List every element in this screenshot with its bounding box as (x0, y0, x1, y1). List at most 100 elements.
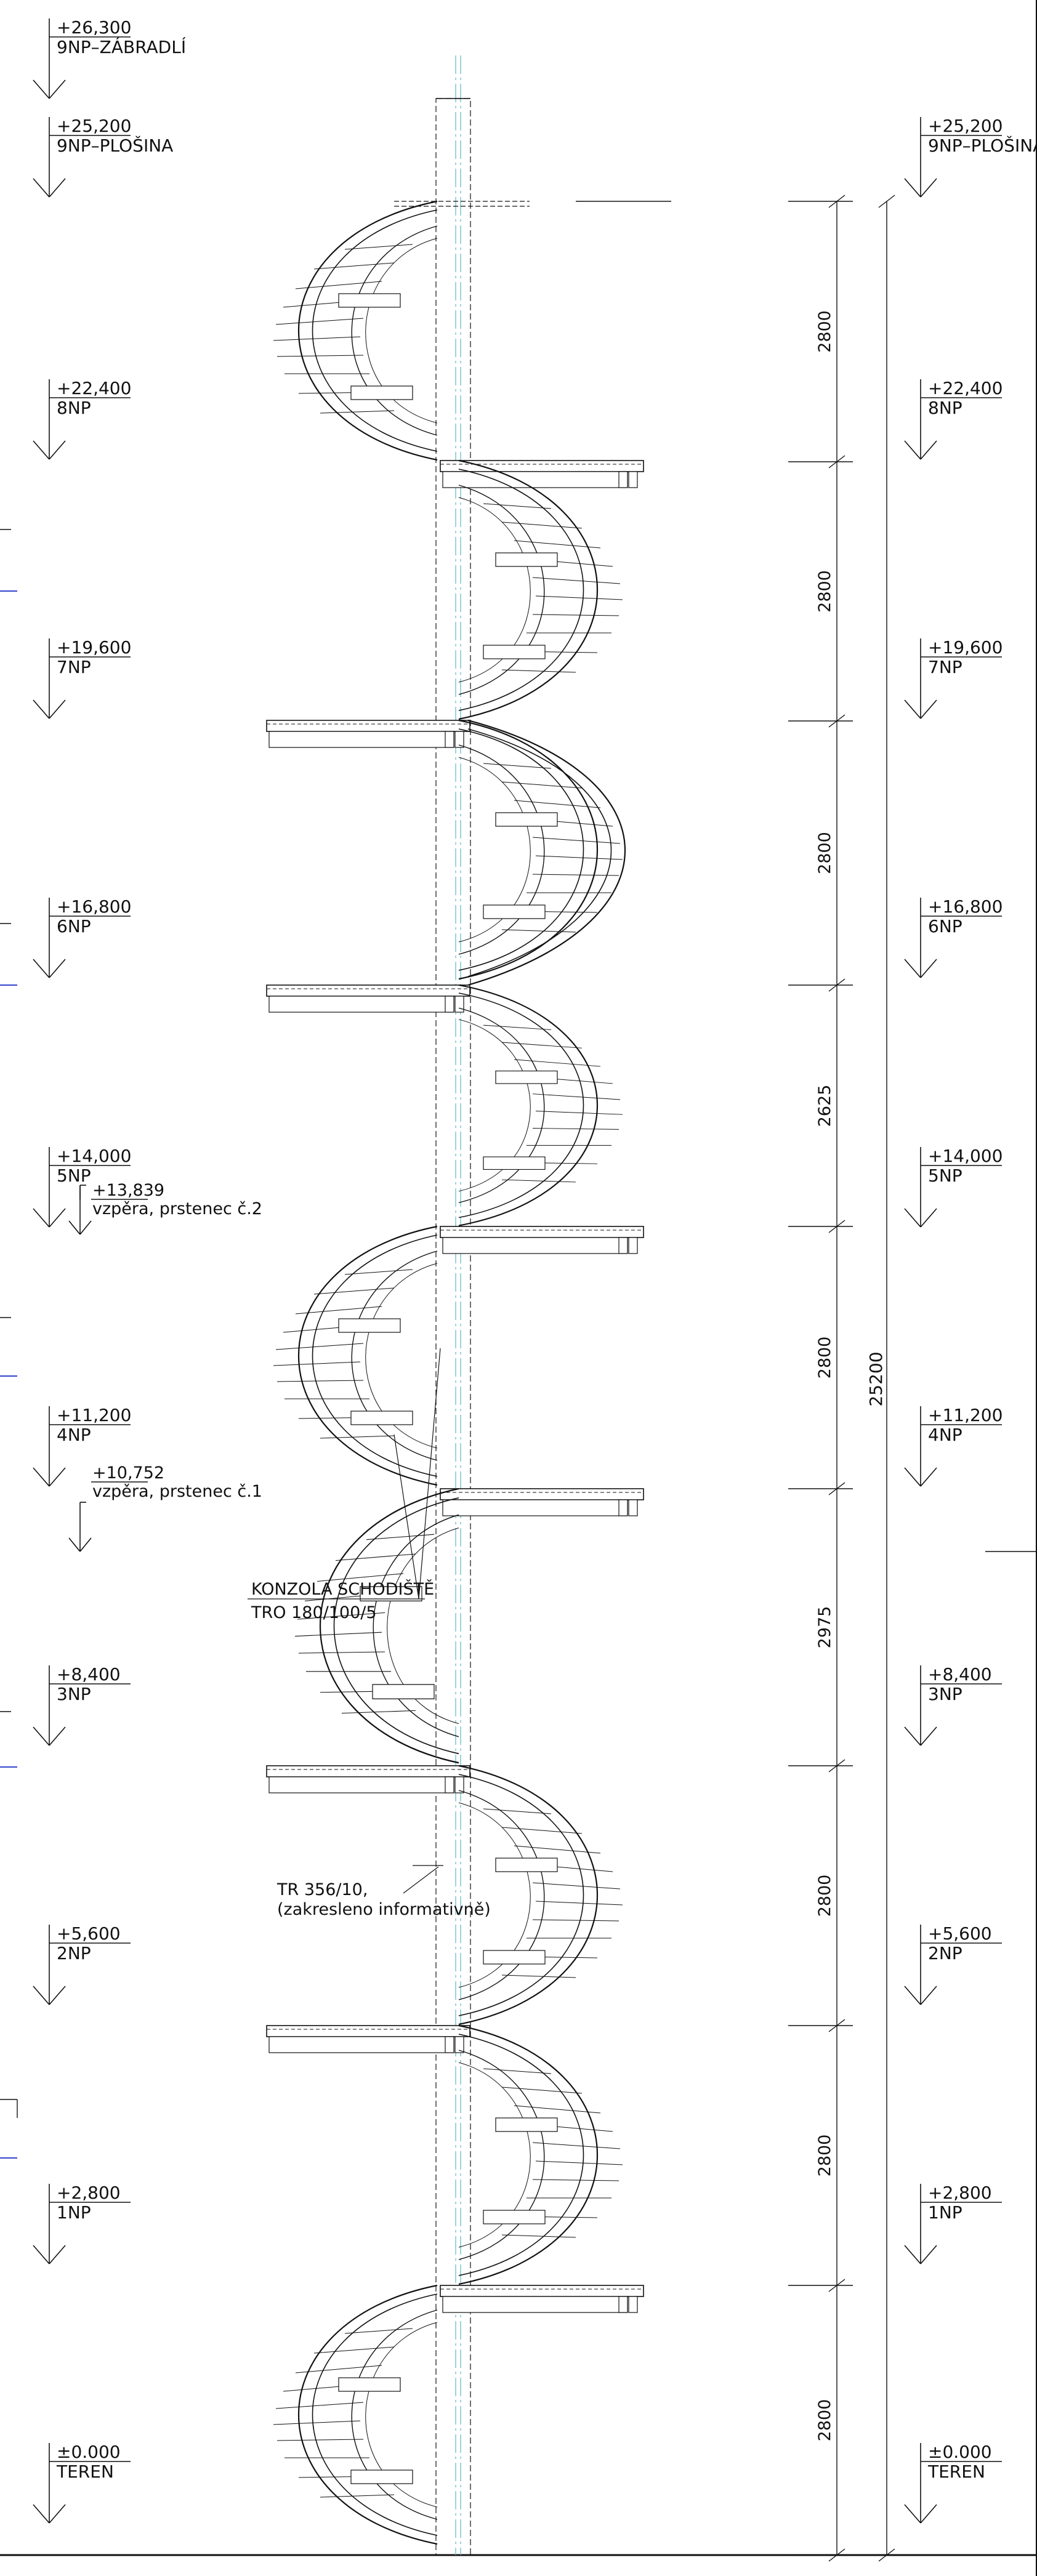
right-level-name: TEREN (927, 2461, 985, 2482)
tube-label: TR 356/10, (276, 1880, 368, 1899)
sub-level-1: +10,752 vzpěra, prstenec č.1 (68, 1463, 262, 1552)
left-level-name: 9NP–PLOŠINA (57, 135, 173, 156)
left-level-value: +2,800 (57, 2183, 121, 2203)
right-level-value: +11,200 (928, 1405, 1003, 1425)
right-level-value: +8,400 (928, 1664, 992, 1684)
left-level-value: +26,300 (57, 17, 131, 38)
console-annotation: KONZOLA SCHODIŠTĚ TRO 180/100/5 (248, 1348, 441, 1622)
dimension-label: 2800 (815, 2135, 834, 2177)
left-level-name: TEREN (56, 2461, 114, 2482)
dimension-label: 2800 (815, 1875, 834, 1917)
left-level-value: +16,800 (57, 896, 131, 917)
right-level-value: +14,000 (928, 1146, 1003, 1166)
right-level-name: 6NP (928, 916, 962, 936)
sub-level-1-desc: vzpěra, prstenec č.1 (92, 1482, 262, 1501)
dimension-label: 2800 (815, 832, 834, 874)
console-profile: TRO 180/100/5 (251, 1603, 377, 1622)
left-level-value: ±0.000 (57, 2442, 121, 2462)
right-level-name: 7NP (928, 657, 962, 677)
dimension-tick-mark (828, 2279, 845, 2292)
left-level-value: +11,200 (57, 1405, 131, 1425)
spiral-staircase (266, 200, 644, 2545)
console-label: KONZOLA SCHODIŠTĚ (251, 1579, 434, 1599)
left-level-name: 1NP (57, 2202, 91, 2223)
left-cut-marks (0, 590, 17, 2159)
left-level-name: 5NP (57, 1165, 91, 1186)
left-level-name: 9NP–ZÁBRADLÍ (57, 36, 186, 57)
sub-level-2: +13,839 vzpěra, prstenec č.2 (68, 1181, 262, 1235)
right-level-name: 4NP (928, 1425, 962, 1445)
left-level-name: 7NP (57, 657, 91, 677)
dimension-tick-mark (828, 1482, 845, 1495)
right-level-name: 5NP (928, 1165, 962, 1186)
right-level-name: 2NP (928, 1943, 962, 1963)
sub-level-2-desc: vzpěra, prstenec č.2 (92, 1199, 262, 1218)
dimension-tick-mark (828, 978, 845, 992)
left-level-value: +19,600 (57, 637, 131, 658)
left-level-name: 6NP (57, 916, 91, 936)
dimension-label: 2625 (815, 1085, 834, 1127)
left-edge-ticks (0, 529, 18, 2118)
dimension-label: 2800 (815, 2399, 834, 2442)
right-level-name: 1NP (928, 2202, 962, 2223)
dimension-tick-mark (828, 1759, 845, 1773)
dimension-label: 2800 (815, 310, 834, 353)
right-level-value: +22,400 (928, 378, 1003, 398)
left-level-name: 4NP (57, 1425, 91, 1445)
dimension-tick-mark (828, 1220, 845, 1233)
dimension-tick-mark (828, 2548, 845, 2562)
dimension-chain (788, 195, 895, 2562)
left-level-name: 3NP (57, 1684, 91, 1704)
dimension-tick-mark (828, 195, 845, 208)
left-level-value: +5,600 (57, 1923, 121, 1944)
total-tick-bottom (878, 2548, 895, 2562)
left-level-value: +8,400 (57, 1664, 121, 1684)
left-level-name: 2NP (57, 1943, 91, 1963)
sub-level-2-value: +13,839 (92, 1181, 164, 1200)
tube-annotation: TR 356/10, (zakresleno informativně) (276, 1865, 491, 1919)
dimension-tick-mark (828, 2019, 845, 2032)
right-level-value: ±0.000 (928, 2442, 992, 2462)
dimension-tick-mark (828, 455, 845, 469)
dimension-label: 2975 (815, 1606, 834, 1649)
dimension-label: 2800 (815, 1337, 834, 1379)
left-level-value: +14,000 (57, 1146, 131, 1166)
central-column (435, 55, 471, 2556)
left-level-value: +25,200 (57, 116, 131, 136)
dimension-tick-mark (828, 714, 845, 728)
tube-note: (zakresleno informativně) (277, 1900, 491, 1919)
total-dimension: 25200 (866, 1351, 886, 1406)
right-level-name: 8NP (928, 398, 962, 418)
right-level-name: 9NP–PLOŠINA (928, 135, 1037, 156)
left-level-name: 8NP (57, 398, 91, 418)
right-level-name: 3NP (928, 1684, 962, 1704)
right-level-value: +19,600 (928, 637, 1003, 658)
total-tick-top (878, 195, 895, 208)
right-level-value: +25,200 (928, 116, 1003, 136)
right-level-value: +5,600 (928, 1923, 992, 1944)
dimension-label: 2800 (815, 570, 834, 613)
sub-level-1-value: +10,752 (92, 1463, 164, 1483)
